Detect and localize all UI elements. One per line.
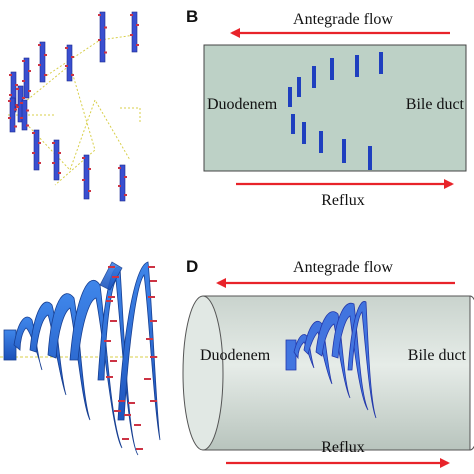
stent-segment xyxy=(82,154,91,200)
panel-b-antegrade-label: Antegrade flow xyxy=(293,11,393,28)
panel-c-helix xyxy=(3,261,161,456)
node-marker xyxy=(108,296,115,298)
panel-c-markers xyxy=(104,266,157,450)
node-marker xyxy=(108,266,115,268)
panel-b-stent-bars xyxy=(288,52,383,170)
panel-d-bile-duct-label: Bile duct xyxy=(408,347,467,364)
stent-segment xyxy=(32,129,41,171)
node-marker xyxy=(150,356,157,358)
stent-segment xyxy=(20,99,29,131)
node-marker xyxy=(150,280,157,282)
node-marker xyxy=(124,414,131,416)
stent-segment xyxy=(130,11,139,53)
node-marker xyxy=(128,402,135,404)
stent-segment xyxy=(98,11,107,63)
panel-d-reflux-label: Reflux xyxy=(321,439,365,456)
panel-c xyxy=(0,261,161,456)
panel-b-letter: B xyxy=(186,7,198,26)
panel-b-bile-duct-label: Bile duct xyxy=(406,96,465,113)
panel-d-duodenem-label: Duodenem xyxy=(200,347,271,364)
node-marker xyxy=(148,296,155,298)
node-marker xyxy=(146,338,153,340)
stent-segment xyxy=(118,164,127,202)
panel-d: D Antegrade flow Duodenem Bile duct Refl… xyxy=(182,257,474,468)
panel-a-stent-segments xyxy=(8,11,139,202)
panel-b: B Antegrade flow Duodenem Bile duct Refl… xyxy=(186,7,467,209)
stent-segment xyxy=(38,41,47,83)
node-marker xyxy=(106,300,113,302)
node-marker xyxy=(106,376,113,378)
panel-d-tube xyxy=(182,295,474,451)
node-marker xyxy=(150,400,157,402)
panel-d-helix xyxy=(285,301,377,419)
panel-b-reflux-label: Reflux xyxy=(321,192,365,209)
stent-segment xyxy=(8,97,17,133)
node-marker xyxy=(110,360,117,362)
node-marker xyxy=(104,340,111,342)
stent-segment xyxy=(52,139,61,181)
stent-segment xyxy=(22,57,31,99)
node-marker xyxy=(134,424,141,426)
node-marker xyxy=(144,378,151,380)
panel-a xyxy=(8,11,141,202)
node-marker xyxy=(112,276,119,278)
node-marker xyxy=(136,448,143,450)
node-marker xyxy=(148,266,155,268)
node-marker xyxy=(150,320,157,322)
node-marker xyxy=(122,438,129,440)
node-marker xyxy=(114,410,121,412)
node-marker xyxy=(118,400,125,402)
panel-d-antegrade-label: Antegrade flow xyxy=(293,259,393,276)
panel-b-duodenem-label: Duodenem xyxy=(207,96,278,113)
panel-d-letter: D xyxy=(186,257,198,276)
stent-segment xyxy=(65,44,74,82)
panel-b-duct xyxy=(203,44,467,172)
node-marker xyxy=(110,320,117,322)
